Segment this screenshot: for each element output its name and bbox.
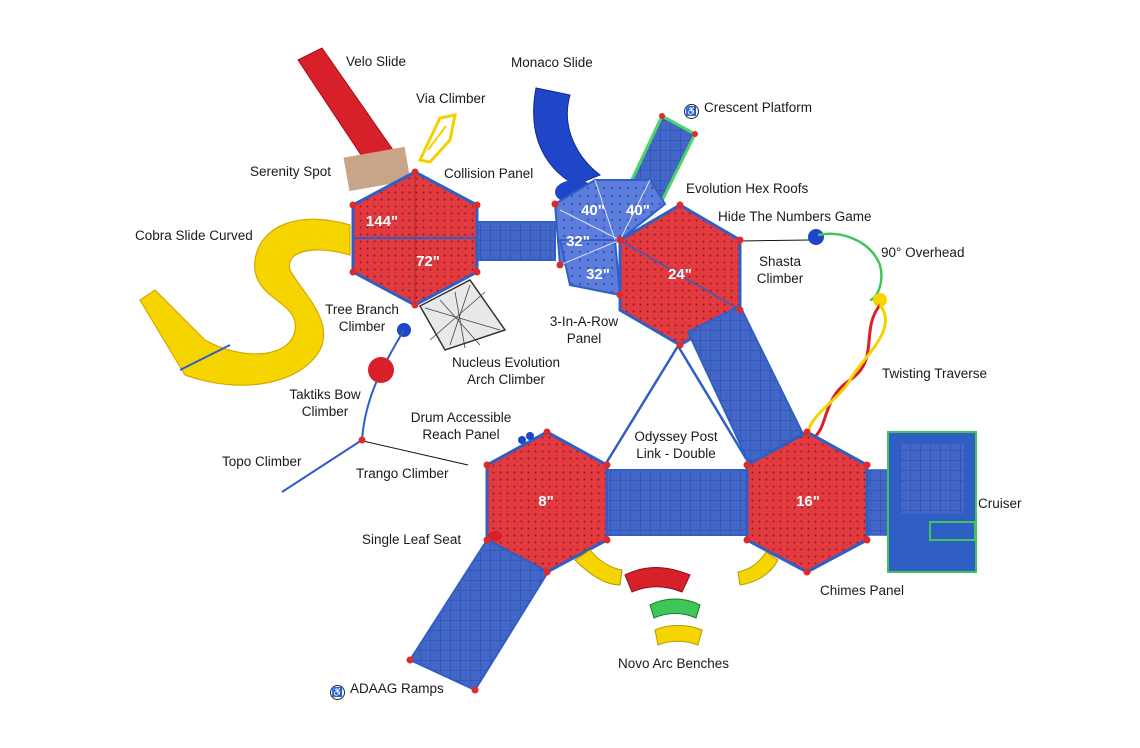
taktiks-bow-climber [368,357,394,383]
bridge-lower [606,469,748,536]
label-hide-the-numbers-game: Hide The Numbers Game [718,209,872,224]
wheelchair-icon: ♿ [330,685,345,700]
tree-branch-line-1: Tree Branch [325,302,399,317]
nucleus-line-1: Nucleus Evolution [451,355,561,370]
nucleus-line-2: Arch Climber [466,372,545,387]
taktiks-line-2: Climber [301,404,349,419]
cruiser [867,431,977,573]
adaag-ramps-text: ADAAG Ramps [350,681,444,696]
label-via-climber: Via Climber [416,91,486,106]
deck-height-40a: 40" [581,202,605,219]
shasta-line-2: Climber [756,271,804,286]
hex-roof-cluster [553,179,667,297]
twisting-traverse [806,304,887,442]
cobra-slide-curved [139,218,351,386]
deck-height-72: 72" [416,253,440,270]
drum-line-1: Drum Accessible [410,410,512,425]
odyssey-line-1: Odyssey Post [634,429,718,444]
novo-arc-benches [574,549,779,646]
label-novo-arc-benches: Novo Arc Benches [618,656,730,671]
velo-slide [297,47,411,192]
label-evolution-hex-roofs: Evolution Hex Roofs [686,181,809,196]
bridge-upper [474,221,556,261]
label-90-overhead: 90° Overhead [881,245,965,260]
tree-branch-climber [361,323,411,441]
label-chimes-panel: Chimes Panel [820,583,905,598]
deck-height-24: 24" [668,266,692,283]
crescent-platform-text: Crescent Platform [704,100,813,115]
label-collision-panel: Collision Panel [444,166,534,181]
deck-height-32a: 32" [566,233,590,250]
topo-climber [281,439,363,493]
tree-branch-line-2: Climber [338,319,386,334]
connector-dots [349,113,871,694]
overhead-90 [817,232,883,302]
wheelchair-icon: ♿ [684,104,699,119]
label-serenity-spot: Serenity Spot [250,164,332,179]
deck-height-8: 8" [538,493,553,510]
deck-height-40b: 40" [626,202,650,219]
label-cruiser: Cruiser [978,496,1022,511]
label-monaco-slide: Monaco Slide [511,55,593,70]
three-in-a-row-line-2: Panel [566,331,602,346]
tower-hex-left [351,170,479,307]
drum-line-2: Reach Panel [422,427,500,442]
leader-lines [362,239,811,466]
deck-height-32b: 32" [586,266,610,283]
deck-height-16: 16" [796,493,820,510]
taktiks-line-1: Taktiks Bow [289,387,361,402]
label-trango-climber: Trango Climber [356,466,449,481]
odyssey-post-link-double [603,345,752,466]
label-topo-climber: Topo Climber [222,454,302,469]
adaag-ramp [408,538,550,692]
nucleus-evolution-arch-climber [418,279,507,351]
via-climber [417,113,457,164]
shasta-line-1: Shasta [758,254,802,269]
label-velo-slide: Velo Slide [346,54,407,69]
label-cobra-slide-curved: Cobra Slide Curved [135,228,253,243]
three-in-a-row-line-1: 3-In-A-Row [549,314,619,329]
label-twisting-traverse: Twisting Traverse [882,366,988,381]
single-leaf-seat [488,531,502,541]
deck-height-144: 144" [366,213,398,230]
odyssey-line-2: Link - Double [636,446,716,461]
overhead-connector [873,293,887,307]
label-crescent-platform: ♿ Crescent Platform [684,99,812,119]
label-adaag-ramps: ♿ ADAAG Ramps [330,680,444,700]
label-single-leaf-seat: Single Leaf Seat [362,532,462,547]
hide-the-numbers-game [808,229,824,245]
